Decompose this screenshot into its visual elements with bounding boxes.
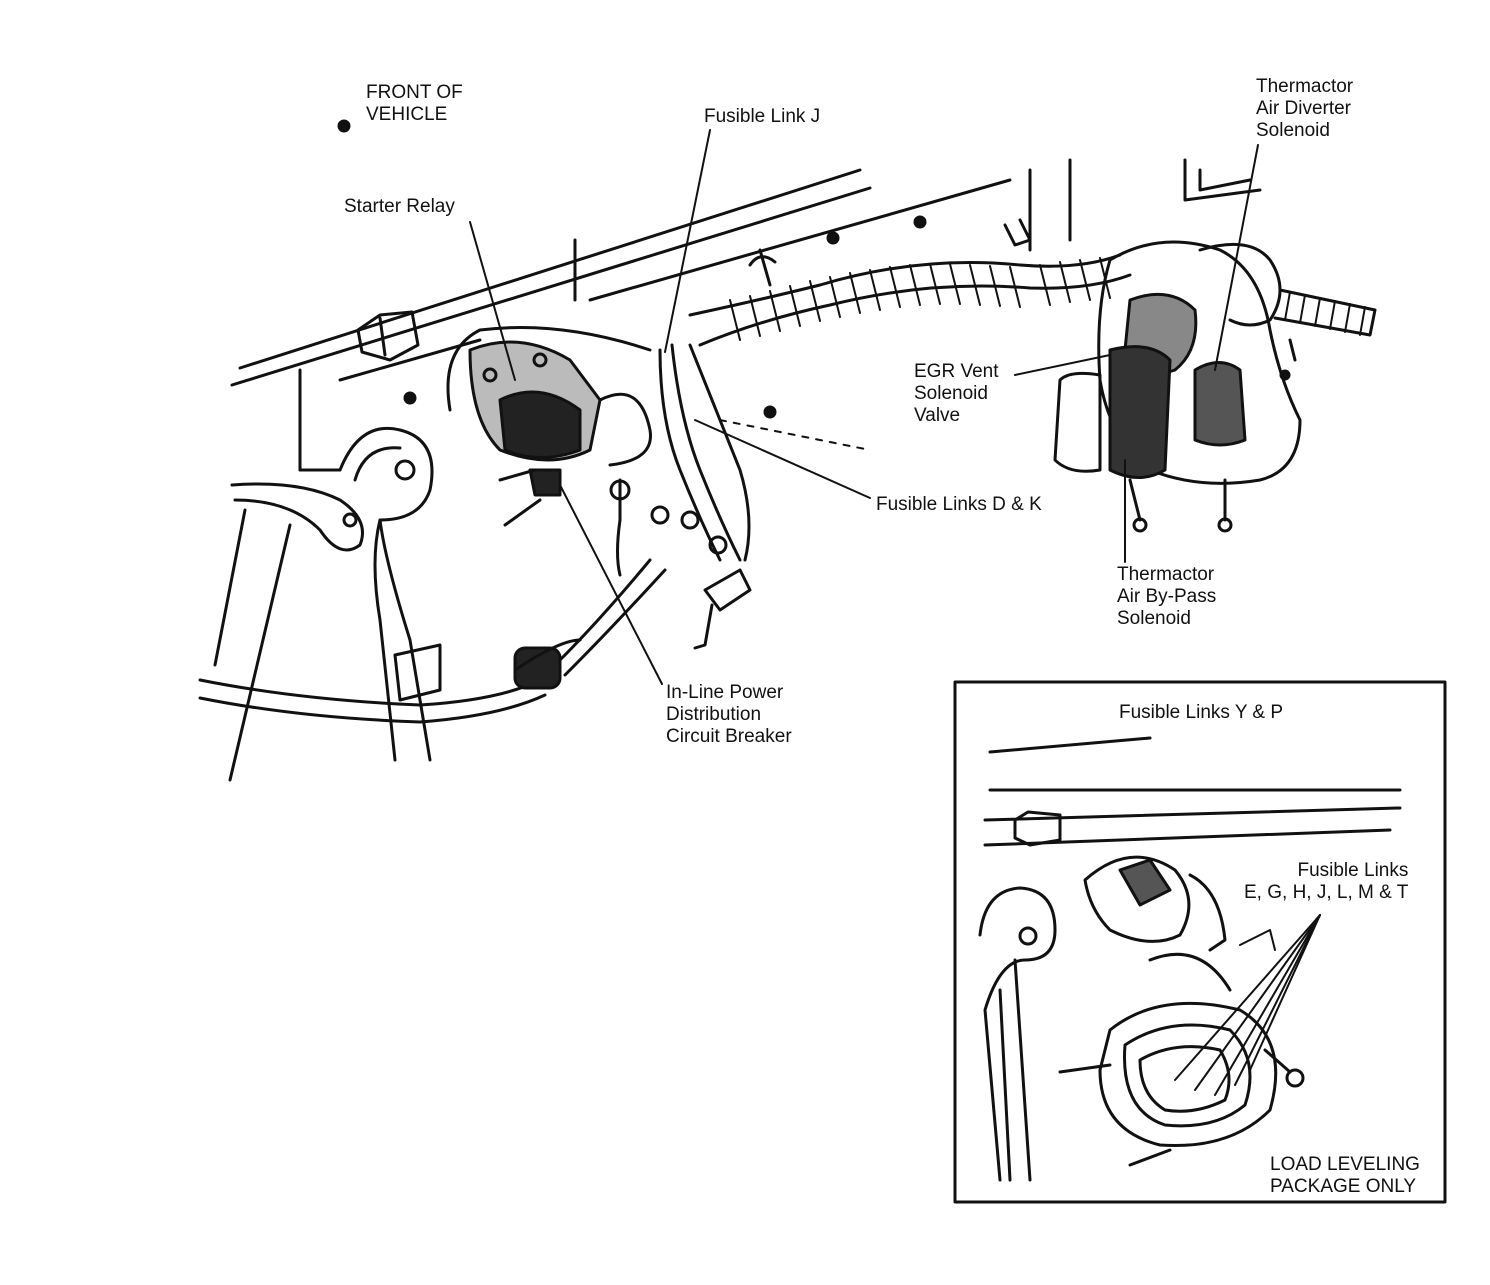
fusible-link-j-label: Fusible Link J bbox=[704, 106, 821, 127]
reference-line bbox=[719, 419, 871, 451]
fusible-links-dk-label: Fusible Links D & K bbox=[876, 494, 1042, 515]
thermactor-air-diverter-label: Thermactor Air Diverter Solenoid bbox=[1256, 76, 1354, 141]
main-harness bbox=[688, 218, 1377, 347]
fusible-links-yp-label: Fusible Links Y & P bbox=[1119, 702, 1284, 723]
fusible-links-list-label: Fusible Links E, G, H, J, L, M & T bbox=[1244, 860, 1409, 903]
wire-bundle bbox=[609, 343, 752, 650]
load-leveling-label: LOAD LEVELING PACKAGE ONLY bbox=[1270, 1154, 1420, 1197]
inset-frame bbox=[953, 680, 1447, 1204]
starter-relay bbox=[446, 326, 652, 527]
solenoid-cluster bbox=[1053, 240, 1302, 533]
lower-harness bbox=[198, 558, 667, 724]
starter-relay-label: Starter Relay bbox=[344, 196, 455, 217]
mounting-block bbox=[356, 310, 420, 362]
fender-panel bbox=[230, 158, 1262, 472]
front-of-vehicle-label: FRONT OF VEHICLE bbox=[366, 82, 463, 125]
inline-power-label: In-Line Power Distribution Circuit Break… bbox=[666, 682, 792, 747]
front-of-vehicle-dot bbox=[337, 119, 351, 133]
egr-vent-label: EGR Vent Solenoid Valve bbox=[914, 361, 999, 426]
leader-lines bbox=[469, 129, 1259, 685]
thermactor-air-bypass-label: Thermactor Air By-Pass Solenoid bbox=[1117, 564, 1217, 629]
shock-tower bbox=[213, 426, 442, 782]
inset-drawing bbox=[978, 736, 1402, 1182]
